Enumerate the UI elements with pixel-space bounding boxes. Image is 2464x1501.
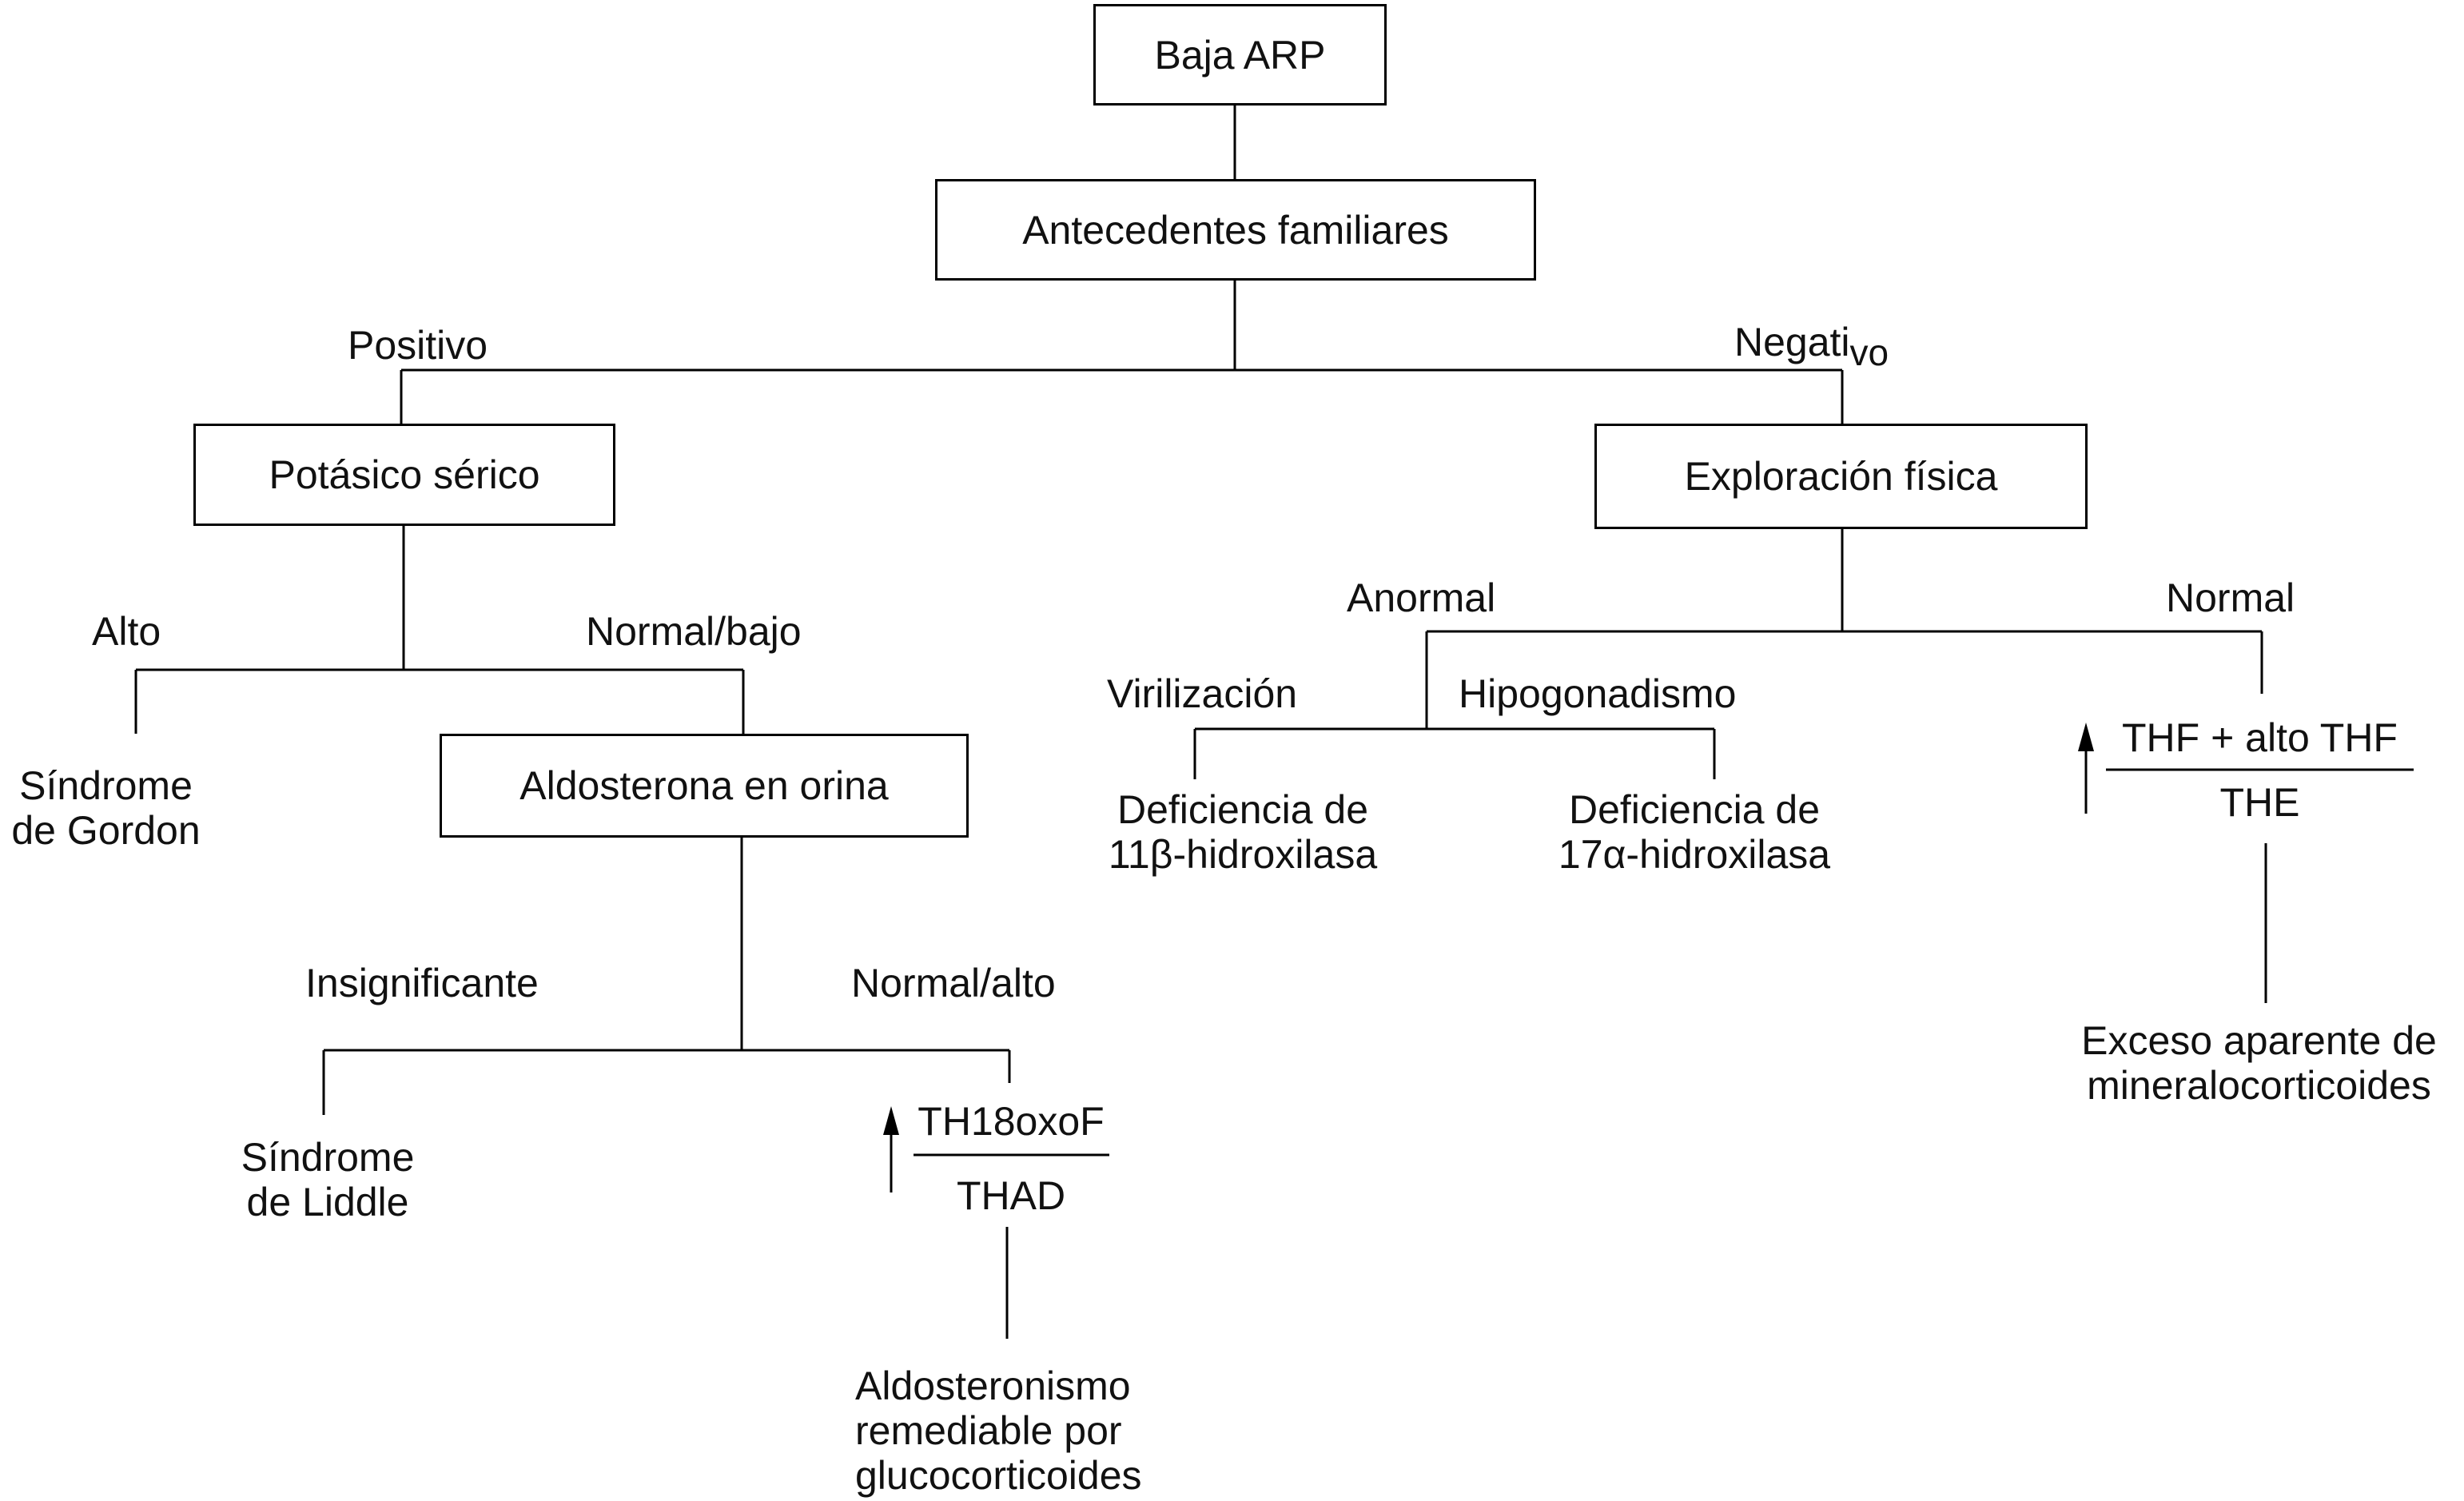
outcome-line: Exceso aparente de (2081, 1018, 2437, 1063)
node-baja-arp: Baja ARP (1093, 4, 1387, 106)
edge-label-negativo: Negativo (1734, 320, 1889, 373)
edge-label-virilizacion: Virilización (1107, 671, 1298, 716)
edge-label-anormal: Anormal (1347, 575, 1496, 620)
outcome-sindrome-de-liddle: Síndrome de Liddle (204, 1135, 452, 1224)
edge-label-normal-bajo: Normal/bajo (586, 609, 802, 654)
edge-label-hipogonadismo: Hipogonadismo (1459, 671, 1737, 716)
edge-label-positivo: Positivo (348, 323, 488, 368)
outcome-line: de Liddle (246, 1180, 409, 1224)
outcome-deficiencia-17a-hidroxilasa: Deficiencia de 17α-hidroxilasa (1511, 787, 1878, 877)
ratio-th18oxof-numerator: TH18oxoF (918, 1099, 1105, 1144)
edge-label-alto: Alto (92, 609, 161, 654)
outcome-line: 11β-hidroxilasa (1108, 832, 1378, 877)
outcome-line: 17α-hidroxilasa (1558, 832, 1831, 877)
outcome-line: de Gordon (11, 808, 201, 853)
ratio-thf-denominator: THE (2219, 780, 2300, 825)
node-potasico-serico: Potásico sérico (193, 424, 615, 526)
outcome-line: Deficiencia de (1117, 787, 1369, 832)
arrow-up-icon (883, 1106, 899, 1135)
outcome-sindrome-de-gordon: Síndrome de Gordon (0, 763, 212, 853)
outcome-line: Síndrome (241, 1135, 415, 1180)
outcome-line: Aldosteronismo (855, 1364, 1131, 1408)
outcome-line: remediable por (855, 1408, 1122, 1453)
ratio-thf-numerator: THF + alto THF (2122, 715, 2398, 760)
node-aldosterona-en-orina: Aldosterona en orina (440, 734, 969, 838)
edge-label-normal: Normal (2166, 575, 2295, 620)
outcome-line: mineralocorticoides (2087, 1063, 2431, 1108)
outcome-exceso-aparente-mineralocorticoides: Exceso aparente de mineralocorticoides (2054, 1018, 2464, 1108)
edge-label-normal-alto: Normal/alto (851, 961, 1056, 1005)
outcome-line: Síndrome (19, 763, 193, 808)
ratio-thad-denominator: THAD (956, 1173, 1066, 1218)
node-antecedentes-familiares: Antecedentes familiares (935, 179, 1536, 281)
edge-label-negativo-sub: vo (1849, 332, 1889, 373)
edge-label-insignificante: Insignificante (305, 961, 539, 1005)
outcome-line: Deficiencia de (1568, 787, 1821, 832)
node-exploracion-fisica: Exploración física (1594, 424, 2088, 529)
outcome-line: glucocorticoides (855, 1453, 1142, 1498)
outcome-deficiencia-11b-hidroxilasa: Deficiencia de 11β-hidroxilasa (1063, 787, 1423, 877)
arrow-up-icon (2078, 723, 2094, 751)
edge-label-negativo-main: Negati (1734, 320, 1850, 364)
outcome-aldosteronismo-remediable: Aldosteronismo remediable por glucocorti… (855, 1364, 1142, 1498)
